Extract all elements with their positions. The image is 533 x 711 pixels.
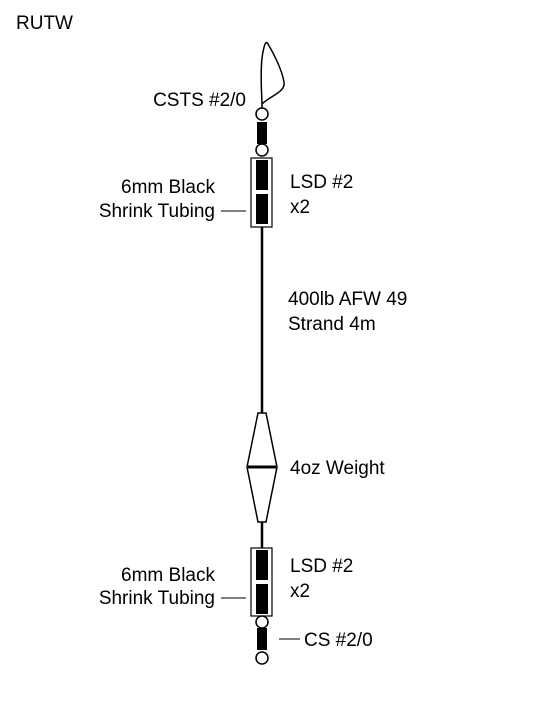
top-swivel-loop [260, 41, 285, 109]
top-crimp-sleeve-1 [256, 160, 268, 190]
top-connector-sleeve [257, 122, 267, 144]
label-top-swivel: CSTS #2/0 [153, 90, 246, 111]
label-bottom-snap: CS #2/0 [304, 630, 373, 651]
label-line-line2: Strand 4m [288, 314, 376, 335]
label-tubing-top-line2: Shrink Tubing [99, 201, 215, 222]
label-sleeve-top-line2: x2 [290, 197, 310, 218]
bottom-snap-body [257, 628, 267, 650]
label-line-line1: 400lb AFW 49 [288, 289, 407, 310]
top-connector-ring [255, 143, 269, 157]
bottom-crimp-sleeve-2 [256, 584, 268, 614]
bottom-crimp-sleeve-1 [256, 550, 268, 580]
diagram-title: RUTW [16, 13, 73, 34]
label-sleeve-top-line1: LSD #2 [290, 172, 353, 193]
top-swivel-ring [255, 107, 269, 121]
top-crimp-sleeve-2 [256, 194, 268, 224]
label-tubing-top-line1: 6mm Black [121, 177, 215, 198]
bottom-snap-ring-bottom [255, 651, 269, 665]
label-tubing-bottom-line2: Shrink Tubing [99, 588, 215, 609]
label-sleeve-bottom-line1: LSD #2 [290, 556, 353, 577]
label-weight: 4oz Weight [290, 458, 385, 479]
bottom-snap-ring-top [255, 615, 269, 629]
label-sleeve-bottom-line2: x2 [290, 581, 310, 602]
label-tubing-bottom-line1: 6mm Black [121, 565, 215, 586]
